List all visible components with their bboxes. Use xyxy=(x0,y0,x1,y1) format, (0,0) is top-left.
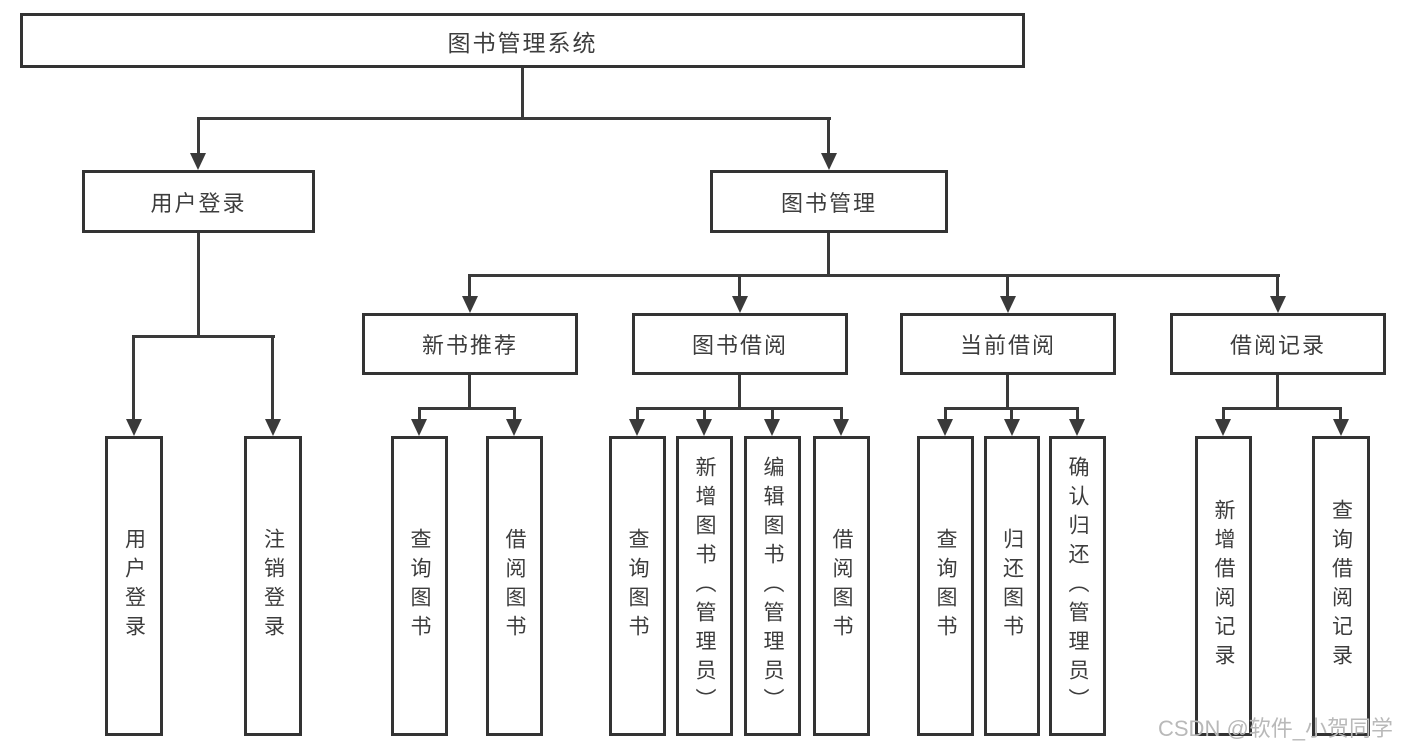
arrow-down-icon xyxy=(732,296,748,313)
arrow-down-icon xyxy=(462,296,478,313)
arrow-down-icon xyxy=(1069,419,1085,436)
node-label: 图书借阅 xyxy=(691,333,788,358)
leaf-cb-confirm-return: 确认归还（管理员） xyxy=(1049,436,1106,736)
node-book-management: 图书管理 xyxy=(710,170,948,233)
node-new-book-recommend: 新书推荐 xyxy=(362,313,578,375)
connector-line xyxy=(1006,274,1009,296)
connector-line xyxy=(468,375,471,407)
connector-line xyxy=(827,117,830,153)
node-label: 注销登录 xyxy=(261,528,286,644)
connector-line xyxy=(469,274,1280,277)
connector-line xyxy=(197,117,831,120)
connector-line xyxy=(738,274,741,296)
connector-line xyxy=(418,407,421,419)
arrow-down-icon xyxy=(696,419,712,436)
node-label: 借阅图书 xyxy=(830,528,854,644)
connector-line xyxy=(738,375,741,407)
node-label: 用户登录 xyxy=(150,190,247,216)
connector-line xyxy=(468,274,471,296)
connector-line xyxy=(418,407,516,410)
leaf-logout: 注销登录 xyxy=(244,436,302,736)
node-borrow-record: 借阅记录 xyxy=(1170,313,1386,375)
connector-line xyxy=(197,233,200,335)
node-label: 借阅记录 xyxy=(1229,333,1326,358)
node-label: 确认归还（管理员） xyxy=(1066,455,1090,717)
node-label: 图书管理系统 xyxy=(447,30,598,56)
leaf-bb-add-book: 新增图书（管理员） xyxy=(676,436,733,736)
arrow-down-icon xyxy=(629,419,645,436)
leaf-nb-query-book: 查询图书 xyxy=(391,436,448,736)
node-label: 归还图书 xyxy=(1000,528,1025,644)
node-book-borrow: 图书借阅 xyxy=(632,313,848,375)
node-label: 新书推荐 xyxy=(421,333,518,358)
node-label: 编辑图书（管理员） xyxy=(761,455,785,717)
node-current-borrow: 当前借阅 xyxy=(900,313,1116,375)
arrow-down-icon xyxy=(506,419,522,436)
leaf-br-query-record: 查询借阅记录 xyxy=(1312,436,1370,736)
connector-line xyxy=(1222,407,1342,410)
arrow-down-icon xyxy=(190,153,206,170)
connector-line xyxy=(132,335,275,338)
connector-line xyxy=(271,335,274,419)
connector-line xyxy=(1076,407,1079,419)
arrow-down-icon xyxy=(764,419,780,436)
node-root: 图书管理系统 xyxy=(20,13,1025,68)
arrow-down-icon xyxy=(1270,296,1286,313)
arrow-down-icon xyxy=(1333,419,1349,436)
arrow-down-icon xyxy=(821,153,837,170)
leaf-user-login: 用户登录 xyxy=(105,436,163,736)
leaf-cb-return-book: 归还图书 xyxy=(984,436,1040,736)
leaf-bb-edit-book: 编辑图书（管理员） xyxy=(744,436,801,736)
node-label: 借阅图书 xyxy=(503,528,527,644)
connector-line xyxy=(513,407,516,419)
connector-line xyxy=(1010,407,1013,419)
connector-line xyxy=(521,68,524,117)
node-label: 查询图书 xyxy=(626,528,650,644)
connector-line xyxy=(636,407,639,419)
node-label: 新增借阅记录 xyxy=(1212,499,1236,673)
connector-line xyxy=(703,407,706,419)
connector-line xyxy=(827,233,830,274)
connector-line xyxy=(840,407,843,419)
leaf-nb-borrow-book: 借阅图书 xyxy=(486,436,543,736)
connector-line xyxy=(1006,375,1009,407)
leaf-br-add-record: 新增借阅记录 xyxy=(1195,436,1252,736)
arrow-down-icon xyxy=(1215,419,1231,436)
node-label: 查询借阅记录 xyxy=(1329,499,1354,673)
arrow-down-icon xyxy=(126,419,142,436)
arrow-down-icon xyxy=(411,419,427,436)
arrow-down-icon xyxy=(1000,296,1016,313)
node-label: 查询图书 xyxy=(408,528,432,644)
watermark: CSDN @软件_小贺同学 xyxy=(1158,716,1394,741)
connector-line xyxy=(1276,274,1279,296)
arrow-down-icon xyxy=(833,419,849,436)
connector-line xyxy=(1222,407,1225,419)
connector-line xyxy=(1276,375,1279,407)
arrow-down-icon xyxy=(1004,419,1020,436)
node-label: 图书管理 xyxy=(780,190,877,216)
connector-line xyxy=(636,407,843,410)
node-label: 用户登录 xyxy=(122,528,147,644)
leaf-cb-query-book: 查询图书 xyxy=(917,436,974,736)
leaf-bb-query-book: 查询图书 xyxy=(609,436,666,736)
connector-line xyxy=(944,407,947,419)
node-label: 查询图书 xyxy=(934,528,958,644)
connector-line xyxy=(132,335,135,419)
connector-line xyxy=(1339,407,1342,419)
leaf-bb-borrow-book: 借阅图书 xyxy=(813,436,870,736)
connector-line xyxy=(771,407,774,419)
connector-line xyxy=(197,117,200,153)
node-label: 新增图书（管理员） xyxy=(693,455,717,717)
arrow-down-icon xyxy=(265,419,281,436)
node-label: 当前借阅 xyxy=(959,333,1056,358)
arrow-down-icon xyxy=(937,419,953,436)
node-user-login: 用户登录 xyxy=(82,170,315,233)
